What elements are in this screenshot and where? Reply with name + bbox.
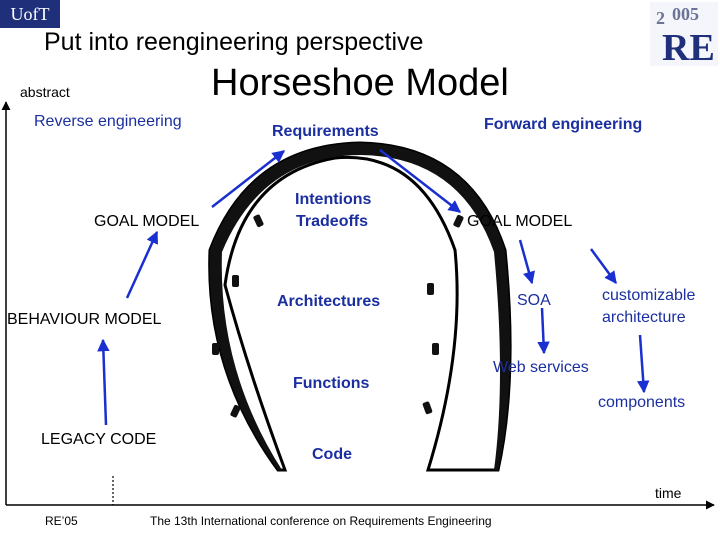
- arrow-soa-to-webservices: [537, 307, 550, 355]
- requirements-heading: Requirements: [272, 123, 379, 140]
- arrow-goal-to-requirements: [211, 150, 285, 208]
- svg-text:2: 2: [656, 8, 665, 28]
- left-goal-model-label: GOAL MODEL: [94, 213, 200, 230]
- legacy-code-label: LEGACY CODE: [41, 431, 157, 448]
- right-goal-model-label: GOAL MODEL: [467, 213, 573, 230]
- soa-label: SOA: [517, 292, 551, 309]
- arrow-goal-to-soa: [518, 239, 535, 285]
- functions-label: Functions: [293, 375, 370, 392]
- web-services-label: Web services: [493, 359, 589, 376]
- time-axis-label: time: [655, 485, 682, 501]
- intentions-label: Intentions: [295, 191, 372, 208]
- re05-logo: 2 005 RE: [650, 2, 718, 66]
- code-label: Code: [312, 446, 352, 463]
- arrow-legacy-to-behaviour: [97, 338, 110, 426]
- arrow-behaviour-to-goal: [125, 230, 159, 299]
- reverse-engineering-heading: Reverse engineering: [34, 113, 182, 130]
- arrow-goal-to-customizable: [589, 248, 618, 285]
- slide-title: Horseshoe Model: [211, 62, 509, 104]
- svg-text:005: 005: [672, 4, 699, 24]
- components-label: components: [598, 394, 686, 411]
- re05-footer: RE’05: [45, 514, 78, 528]
- conference-footer: The 13th International conference on Req…: [150, 514, 492, 528]
- tradeoffs-label: Tradeoffs: [296, 213, 369, 230]
- behaviour-model-label: BEHAVIOUR MODEL: [7, 311, 162, 328]
- customizable-label-line1: customizable: [602, 287, 696, 304]
- arrow-requirements-to-goal: [379, 149, 461, 213]
- horseshoe-nail-holes: [212, 214, 464, 418]
- slide-subtitle: Put into reengineering perspective: [44, 28, 424, 56]
- uoft-logo: UofT: [0, 0, 60, 28]
- customizable-label-line2: architecture: [602, 309, 686, 326]
- arrow-customizable-to-components: [636, 334, 650, 394]
- forward-engineering-heading: Forward engineering: [484, 116, 643, 133]
- svg-text:RE: RE: [662, 27, 715, 66]
- abstract-axis-label: abstract: [20, 84, 70, 100]
- architectures-label: Architectures: [277, 293, 381, 310]
